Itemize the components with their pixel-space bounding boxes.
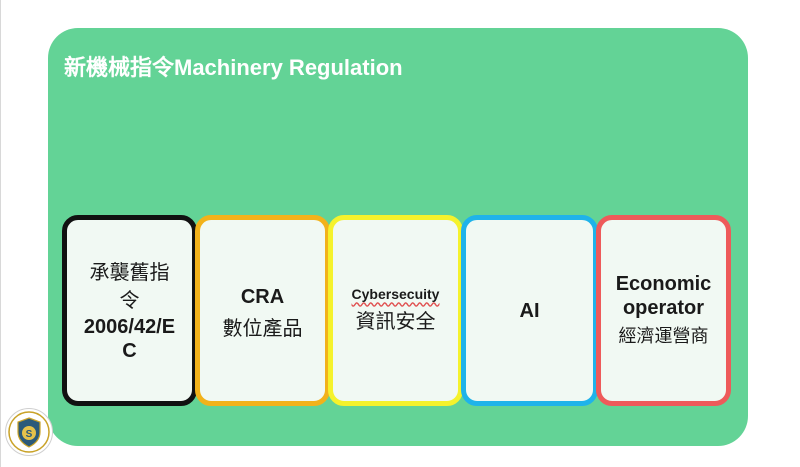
card-economic-operator: Economic operator 經濟運營商: [596, 215, 731, 406]
card-cra-title: CRA: [240, 285, 285, 308]
card-ai-title: AI: [519, 299, 540, 322]
card-economic-operator-line2: operator: [622, 296, 705, 319]
card-cybersecurity: Cybersecuity 資訊安全: [328, 215, 463, 406]
card-cra-subtitle: 數位產品: [222, 317, 303, 340]
panel-title: 新機械指令Machinery Regulation: [64, 55, 403, 80]
card-cybersecurity-subtitle: 資訊安全: [355, 310, 436, 333]
card-old-directive-line4: C: [122, 339, 137, 362]
card-economic-operator-line3: 經濟運營商: [618, 325, 709, 346]
shield-s-logo-icon: S: [5, 408, 53, 456]
card-economic-operator-line1: Economic: [615, 272, 712, 295]
card-ai: AI: [461, 215, 598, 406]
card-old-directive-line3: 2006/42/E: [83, 315, 176, 338]
shield-logo-graphic: S: [8, 411, 50, 453]
svg-text:S: S: [26, 429, 33, 440]
card-old-directive-line2: 令: [119, 289, 140, 312]
card-cra: CRA 數位產品: [195, 215, 330, 406]
card-old-directive: 承襲舊指 令 2006/42/E C: [62, 215, 197, 406]
card-old-directive-line1: 承襲舊指: [89, 261, 170, 284]
card-cybersecurity-title: Cybersecuity: [351, 285, 440, 302]
